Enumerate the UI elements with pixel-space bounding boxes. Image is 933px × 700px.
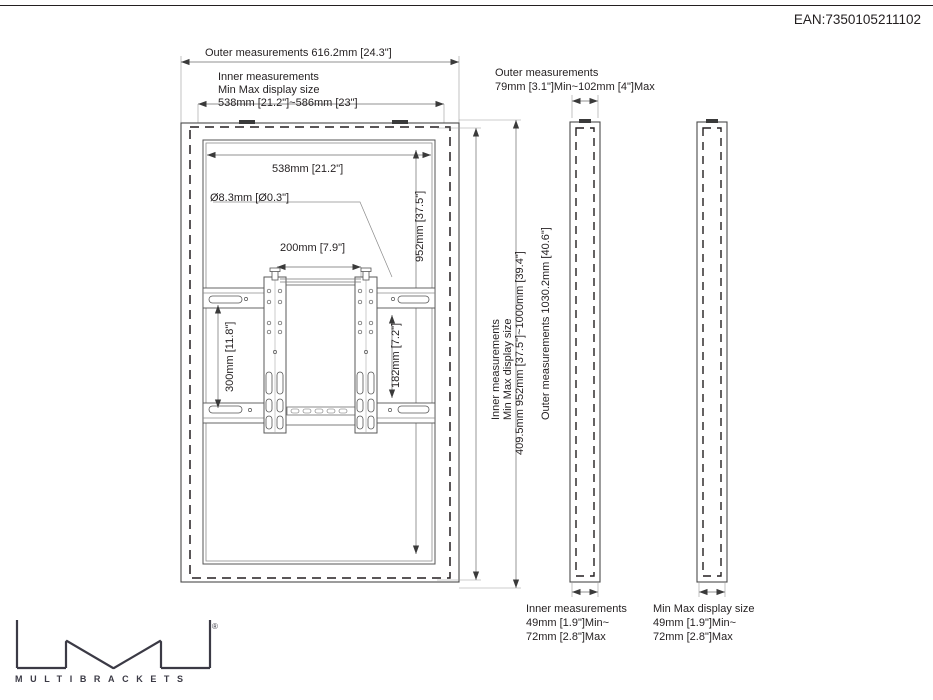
inner-width-label-line2: Min Max display size <box>218 84 320 96</box>
hole-diameter-label: Ø8.3mm [Ø0.3"] <box>210 192 290 204</box>
inner-width-dim: 538mm [21.2"] <box>272 163 344 175</box>
side2-display-label-line2: 49mm [1.9"]Min~ <box>653 617 737 629</box>
registered-trademark-icon: ® <box>212 622 218 631</box>
side2-display-label-line3: 72mm [2.8"]Max <box>653 631 733 643</box>
inner-height-label-line3: 409.5mm 952mm [37.5"]~1000mm [39.4"] <box>514 251 526 455</box>
ean-code: EAN:7350105211102 <box>793 12 921 27</box>
inner-height-dim: 952mm [37.5"] <box>414 190 426 262</box>
bracket-height-dim: 182mm [7.2"] <box>390 322 402 388</box>
outer-width-label: Outer measurements 616.2mm [24.3"] <box>205 47 392 59</box>
logo-wordmark: MULTIBRACKETS <box>15 674 191 684</box>
plate-height-dim: 300mm [11.8"] <box>224 321 236 392</box>
side2-display-label-line1: Min Max display size <box>653 603 755 615</box>
inner-width-label-line3: 538mm [21.2"]~586mm [23"] <box>218 97 358 109</box>
multibrackets-logo: ® MULTIBRACKETS <box>14 618 219 688</box>
side-inner-label-line3: 72mm [2.8"]Max <box>526 631 606 643</box>
logo-m-mark <box>15 620 212 670</box>
side-inner-label-line2: 49mm [1.9"]Min~ <box>526 617 610 629</box>
outer-height-label: Outer measurements 1030.2mm [40.6"] <box>540 227 552 420</box>
side-outer-label-line2: 79mm [3.1"]Min~102mm [4"]Max <box>495 81 655 93</box>
bolt-spacing-dim: 200mm [7.9"] <box>280 242 346 254</box>
side-outer-label-line1: Outer measurements <box>495 67 599 79</box>
header-rule <box>0 5 933 6</box>
inner-width-label-line1: Inner measurements <box>218 71 319 83</box>
side-inner-label-line1: Inner measurements <box>526 603 627 615</box>
